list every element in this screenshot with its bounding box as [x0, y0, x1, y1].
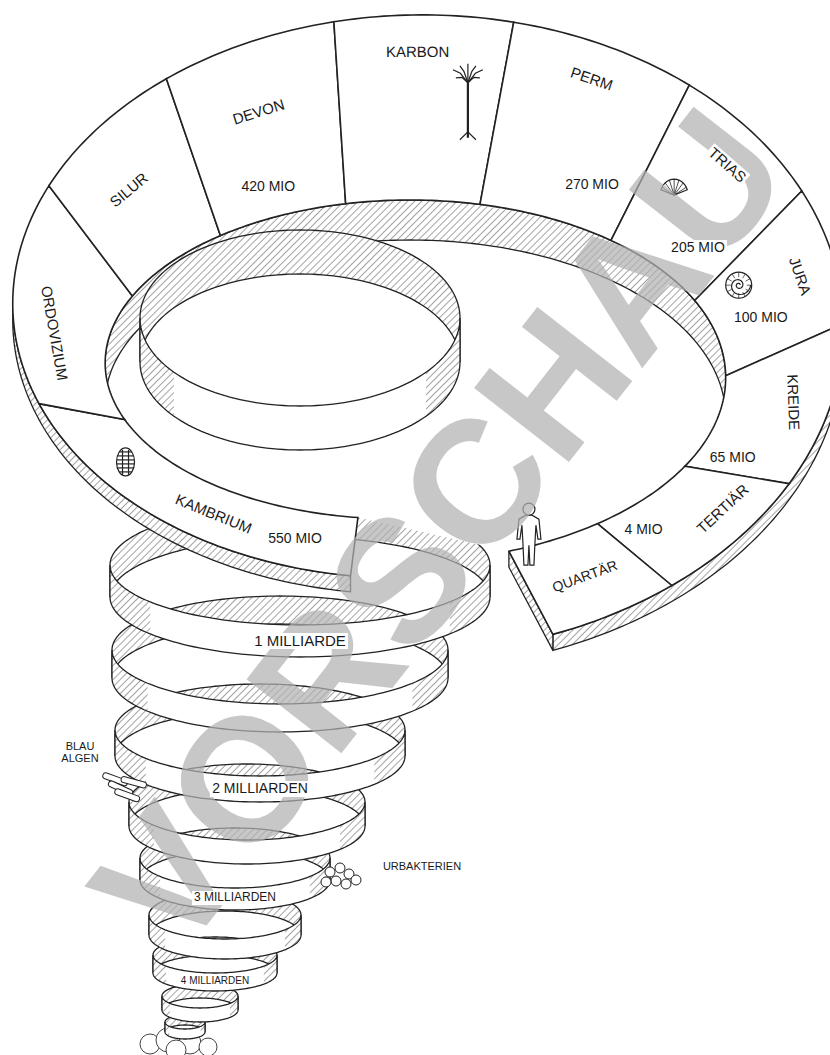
period-label: SILUR	[105, 168, 152, 212]
coil-front	[165, 1022, 205, 1039]
trilobite-icon	[117, 448, 135, 476]
age-label: 2 MILLIARDEN	[210, 781, 310, 796]
age-label: 65 MIO	[708, 450, 758, 465]
age-label: 1 MILLIARDE	[252, 633, 348, 650]
tree-icon	[453, 64, 483, 140]
trilobite-segment	[117, 455, 133, 456]
cloud-puff	[166, 1040, 186, 1055]
trilobite-segment	[117, 467, 133, 468]
age-label: 205 MIO	[669, 240, 727, 255]
age-label: 4 MILLIARDEN	[179, 975, 251, 986]
period-label: JURA	[785, 253, 815, 299]
bacterium	[331, 876, 341, 886]
age-label: 420 MIO	[239, 179, 297, 194]
trilobite-segment	[117, 459, 135, 460]
age-label: 550 MIO	[266, 531, 324, 546]
age-label: 100 MIO	[732, 310, 790, 325]
tree-branch	[468, 70, 483, 83]
trilobite-axis	[122, 450, 123, 475]
age-label: 270 MIO	[563, 177, 621, 192]
age-label: 3 MILLIARDEN	[192, 891, 278, 904]
bacterium	[335, 863, 345, 873]
trilobite-axis	[128, 450, 129, 475]
period-segment	[166, 22, 345, 236]
tree-trunk	[467, 83, 469, 138]
cloud-puff	[199, 1038, 217, 1055]
trilobite-segment	[119, 451, 132, 452]
period-label: DEVON	[229, 96, 289, 129]
trilobite-segment	[117, 463, 135, 464]
bacterium	[325, 867, 335, 877]
coil-front	[162, 996, 238, 1022]
coil-shade	[310, 858, 330, 898]
bacterium	[341, 879, 351, 889]
bacterium	[321, 877, 331, 887]
organism-label: BLAU ALGEN	[56, 740, 104, 764]
period-label: KARBON	[384, 44, 451, 61]
age-label: 4 MIO	[622, 522, 664, 537]
bacteria-icon	[321, 863, 361, 889]
period-label: KREIDE	[784, 372, 803, 432]
coil-outline	[165, 1022, 205, 1039]
period-label: QUARTÄR	[548, 557, 621, 596]
period-segment	[685, 323, 830, 483]
tree-branch	[460, 66, 468, 83]
trilobite-body	[117, 448, 135, 476]
organism-label: URBAKTERIEN	[381, 860, 463, 872]
period-label: TERTIÄR	[692, 480, 753, 538]
period-label: PERM	[567, 64, 617, 95]
bacterium	[351, 875, 361, 885]
tree-branch	[456, 77, 468, 83]
coil-outline	[162, 996, 238, 1022]
period-label: KAMBRIUM	[171, 490, 256, 537]
trilobite-segment	[119, 471, 132, 472]
period-label: ORDOVIZIUM	[38, 283, 72, 384]
tree-roots	[460, 132, 476, 140]
tree-branch	[468, 77, 480, 83]
